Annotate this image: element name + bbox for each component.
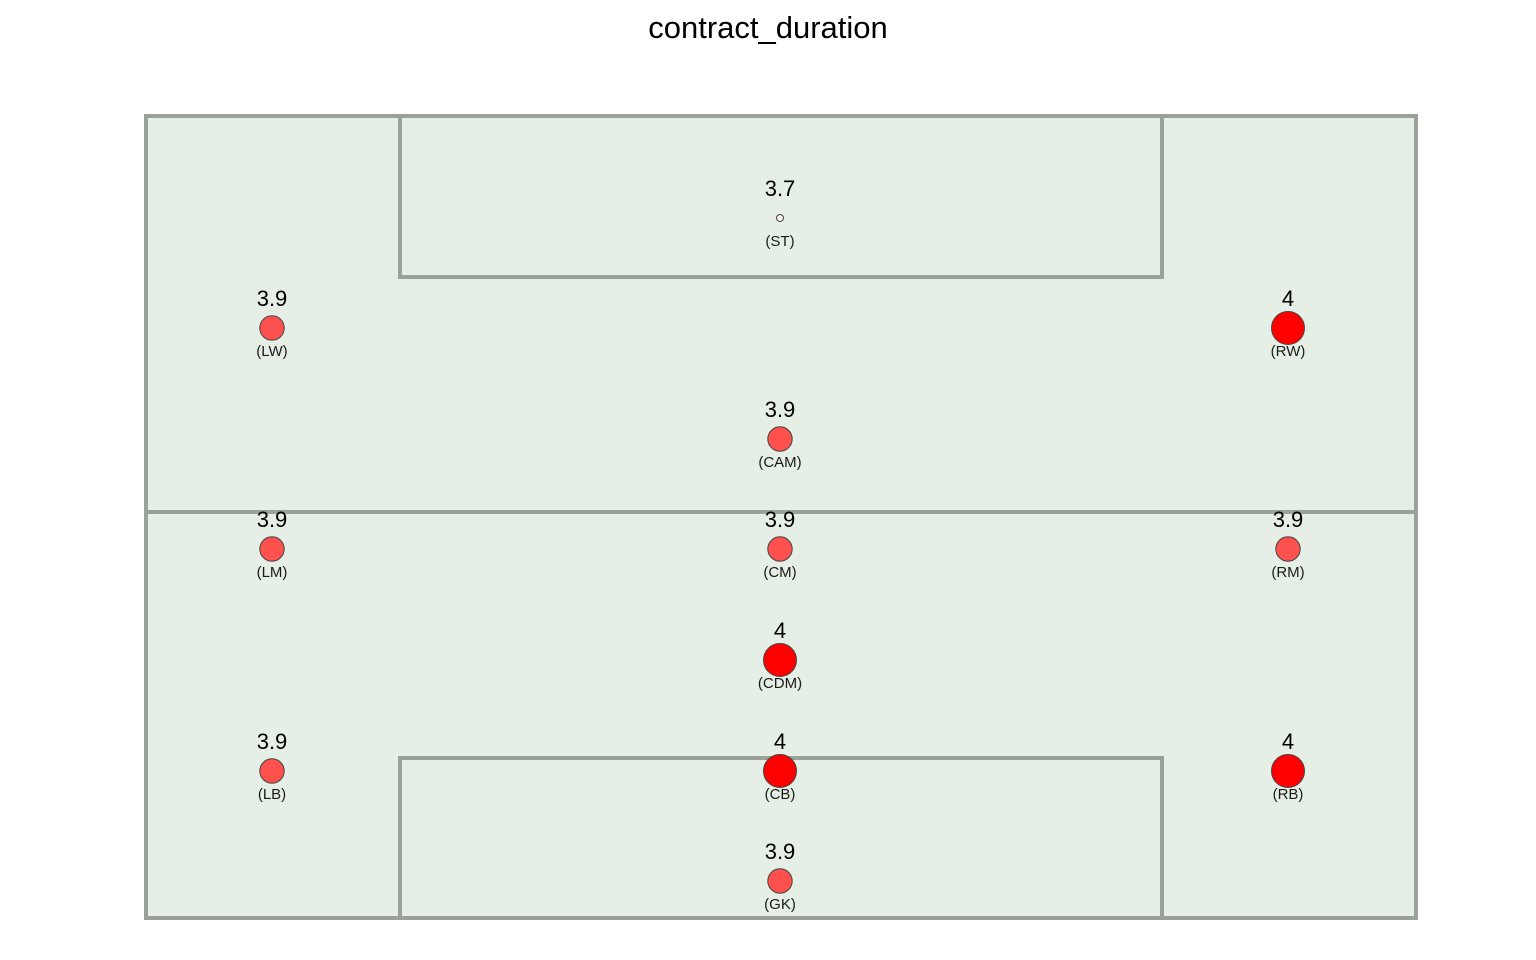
marker-group-rw: 4 (RW) [1271, 286, 1306, 360]
position-label-st: (ST) [765, 233, 794, 250]
chart-title: contract_duration [648, 10, 888, 45]
position-label-lm: (LM) [257, 564, 288, 581]
value-label-rm: 3.9 [1273, 507, 1304, 532]
value-label-cam: 3.9 [765, 397, 796, 422]
value-label-rw: 4 [1282, 286, 1294, 311]
marker-group-cb: 4 (CB) [763, 729, 797, 803]
marker-group-rb: 4 (RB) [1271, 729, 1305, 803]
position-label-lw: (LW) [256, 343, 287, 360]
position-label-cm: (CM) [763, 564, 796, 581]
point-marker-cdm [763, 643, 797, 677]
value-label-cb: 4 [774, 729, 786, 754]
point-marker-cam [767, 426, 793, 452]
value-label-lm: 3.9 [257, 507, 288, 532]
marker-group-lm: 3.9 (LM) [257, 507, 288, 581]
position-label-gk: (GK) [764, 896, 796, 913]
marker-group-cam: 3.9 (CAM) [758, 397, 801, 471]
value-label-lb: 3.9 [257, 729, 288, 754]
position-label-lb: (LB) [258, 786, 286, 803]
marker-group-rm: 3.9 (RM) [1271, 507, 1304, 581]
position-label-rm: (RM) [1271, 564, 1304, 581]
point-marker-rm [1275, 536, 1301, 562]
marker-group-cm: 3.9 (CM) [763, 507, 796, 581]
point-marker-lb [259, 758, 285, 784]
marker-group-lb: 3.9 (LB) [257, 729, 288, 803]
point-marker-rb [1271, 754, 1305, 788]
value-label-st: 3.7 [765, 176, 796, 201]
position-label-cam: (CAM) [758, 454, 801, 471]
position-label-rb: (RB) [1273, 786, 1304, 803]
value-label-lw: 3.9 [257, 286, 288, 311]
point-marker-gk [767, 868, 793, 894]
position-label-cb: (CB) [765, 786, 796, 803]
point-marker-lw [259, 315, 285, 341]
marker-group-gk: 3.9 (GK) [764, 839, 796, 913]
value-label-cm: 3.9 [765, 507, 796, 532]
marker-group-lw: 3.9 (LW) [256, 286, 287, 360]
position-markers: 3.7 (ST) 3.9 (LW) 4 (RW) 3.9 (CAM) 3.9 (LM) 3.9 (CM… [256, 176, 1305, 913]
point-marker-lm [259, 536, 285, 562]
marker-group-cdm: 4 (CDM) [758, 618, 802, 692]
value-label-gk: 3.9 [765, 839, 796, 864]
point-marker-cm [767, 536, 793, 562]
top-penalty-box [398, 114, 1164, 279]
position-label-cdm: (CDM) [758, 675, 802, 692]
point-marker-cb [763, 754, 797, 788]
value-label-rb: 4 [1282, 729, 1294, 754]
position-label-rw: (RW) [1271, 343, 1306, 360]
point-marker-rw [1271, 311, 1305, 345]
value-label-cdm: 4 [774, 618, 786, 643]
point-marker-st [776, 214, 784, 222]
marker-group-st: 3.7 (ST) [765, 176, 796, 250]
